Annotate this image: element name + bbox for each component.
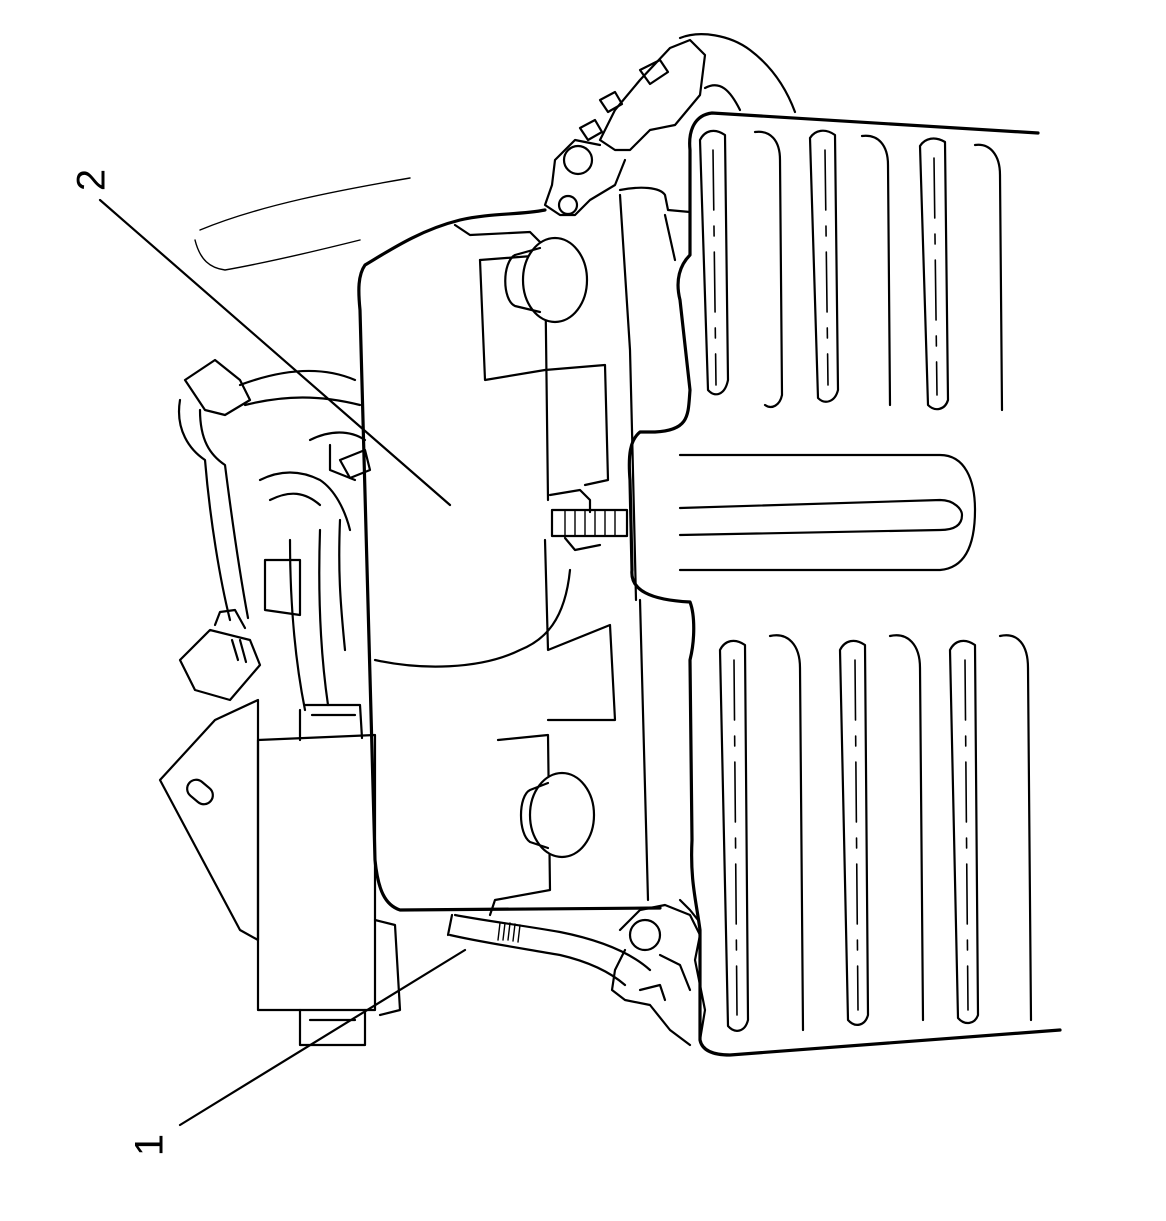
- callout-1: 1: [128, 1134, 172, 1156]
- leader-line-1: [178, 948, 467, 1127]
- battery-tray: [357, 186, 692, 917]
- center-bolt: [548, 488, 629, 552]
- wiring-harness: [177, 358, 372, 712]
- callout-labels: 2 1: [70, 169, 172, 1156]
- leader-lines: [98, 198, 467, 1127]
- left-bracket: [158, 698, 402, 1047]
- battery-module: [627, 111, 1062, 1057]
- leader-line-2: [98, 198, 452, 507]
- background-body-lines: [194, 177, 411, 271]
- callout-2: 2: [70, 169, 114, 191]
- bottom-terminal-clamp: [446, 898, 707, 1047]
- top-terminal-clamp: [543, 33, 797, 217]
